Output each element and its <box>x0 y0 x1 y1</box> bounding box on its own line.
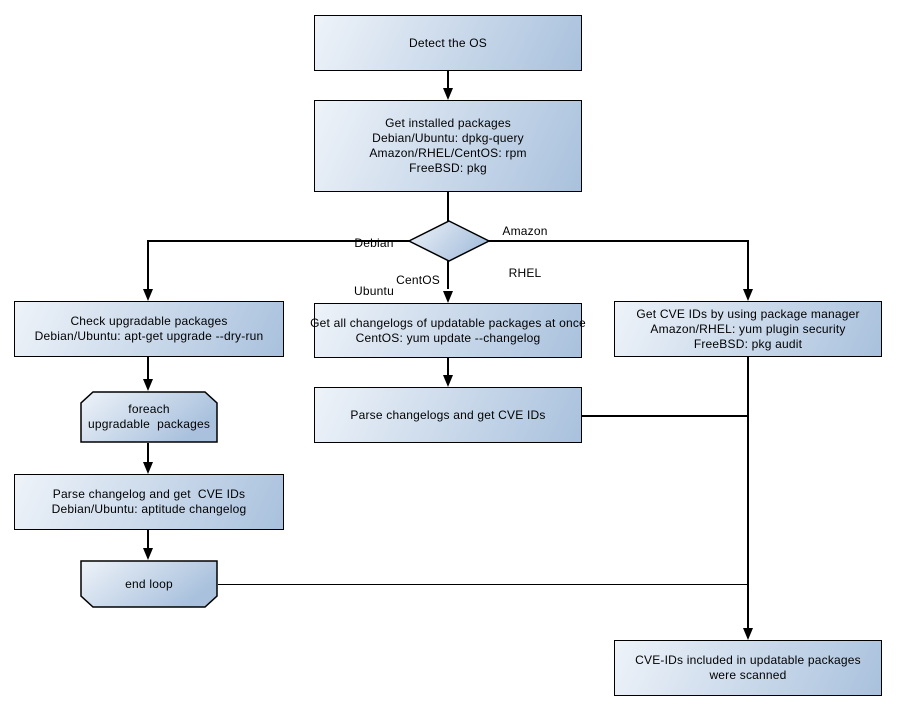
arrowhead-into-foreach <box>143 379 153 391</box>
connector-endloop-join <box>218 583 749 585</box>
edge-label-line: Amazon <box>502 224 548 238</box>
connector-parse-to-endloop <box>147 530 149 548</box>
node-line: Check upgradable packages <box>70 314 228 328</box>
edge-label-debian-ubuntu: Debian Ubuntu <box>330 203 418 331</box>
node-line: FreeBSD: pkg <box>409 161 487 175</box>
connector-installed-to-decision <box>447 192 449 221</box>
node-line: Parse changelogs and get CVE IDs <box>350 407 546 422</box>
node-line: CentOS: yum update --changelog <box>355 330 541 345</box>
node-get-all-changelogs: Get all changelogs of updatable packages… <box>310 303 586 358</box>
node-line: FreeBSD: pkg audit <box>693 336 803 351</box>
connector-changelogs-to-parse <box>447 358 449 375</box>
node-line: Amazon/RHEL: yum plugin security <box>650 321 846 336</box>
connector-detect-to-installed <box>447 71 449 89</box>
arrowhead-into-check-upgradable <box>143 289 153 301</box>
node-line: Get installed packages <box>385 116 511 130</box>
arrowhead-into-scanned <box>743 628 753 640</box>
node-get-cve-ids-by-pkg-manager: Get CVE IDs by using package manager Ama… <box>614 301 882 357</box>
arrowhead-into-installed <box>443 88 453 100</box>
connector-cveids-to-scanned <box>747 357 749 628</box>
arrowhead-into-parse-changelog <box>143 462 153 474</box>
arrowhead-into-parse-changelogs <box>443 375 453 387</box>
edge-label-line: Debian <box>354 236 394 250</box>
node-foreach-loop-text: foreach upgradable packages <box>80 391 218 443</box>
node-line: CVE-IDs included in updatable packages <box>635 653 861 667</box>
node-line: Debian/Ubuntu: apt-get upgrade --dry-run <box>34 329 264 343</box>
connector-decision-right <box>488 240 749 242</box>
node-line: were scanned <box>709 668 787 682</box>
node-end-loop: end loop <box>80 560 218 608</box>
node-foreach-loop: foreach upgradable packages <box>80 391 218 443</box>
connector-left-down <box>147 240 149 290</box>
edge-label-centos: CentOS <box>396 273 440 287</box>
connector-check-to-foreach <box>147 357 149 379</box>
connector-decision-down <box>447 261 449 289</box>
edge-label-line: Ubuntu <box>354 284 394 298</box>
loop-begin-shape <box>80 391 218 443</box>
connector-right-down <box>747 240 749 290</box>
node-parse-changelog: Parse changelog and get CVE IDs Debian/U… <box>14 474 284 530</box>
node-line: Debian/Ubuntu: aptitude changelog <box>51 502 247 516</box>
node-line: Get CVE IDs by using package manager <box>636 306 860 321</box>
node-line: end loop <box>125 576 173 591</box>
decision-diamond-shape <box>407 220 491 262</box>
node-detect-os: Detect the OS <box>314 15 582 71</box>
node-line: Amazon/RHEL/CentOS: rpm <box>369 146 527 160</box>
node-line: Get all changelogs of updatable packages… <box>310 315 586 330</box>
node-check-upgradable: Check upgradable packages Debian/Ubuntu:… <box>14 301 284 357</box>
connector-decision-left <box>148 240 410 242</box>
node-line: upgradable packages <box>87 417 211 431</box>
node-line: foreach <box>128 402 170 416</box>
arrowhead-into-end-loop <box>143 548 153 560</box>
node-line: Parse changelog and get CVE IDs <box>52 487 246 501</box>
node-os-decision <box>406 218 492 264</box>
node-detect-os-label: Detect the OS <box>409 35 487 50</box>
node-end-loop-text: end loop <box>80 560 218 608</box>
node-cve-ids-scanned: CVE-IDs included in updatable packages w… <box>614 640 882 696</box>
arrowhead-into-get-cve-ids <box>743 289 753 301</box>
connector-parse-changelogs-join <box>582 415 749 417</box>
node-line: Debian/Ubuntu: dpkg-query <box>372 131 524 145</box>
node-parse-changelogs: Parse changelogs and get CVE IDs <box>314 387 582 443</box>
node-get-installed-packages: Get installed packages Debian/Ubuntu: dp… <box>314 100 582 192</box>
arrowhead-into-get-all-changelogs <box>443 291 453 303</box>
edge-label-line: RHEL <box>508 266 542 280</box>
connector-foreach-to-parse <box>147 443 149 462</box>
loop-end-shape <box>80 560 218 608</box>
